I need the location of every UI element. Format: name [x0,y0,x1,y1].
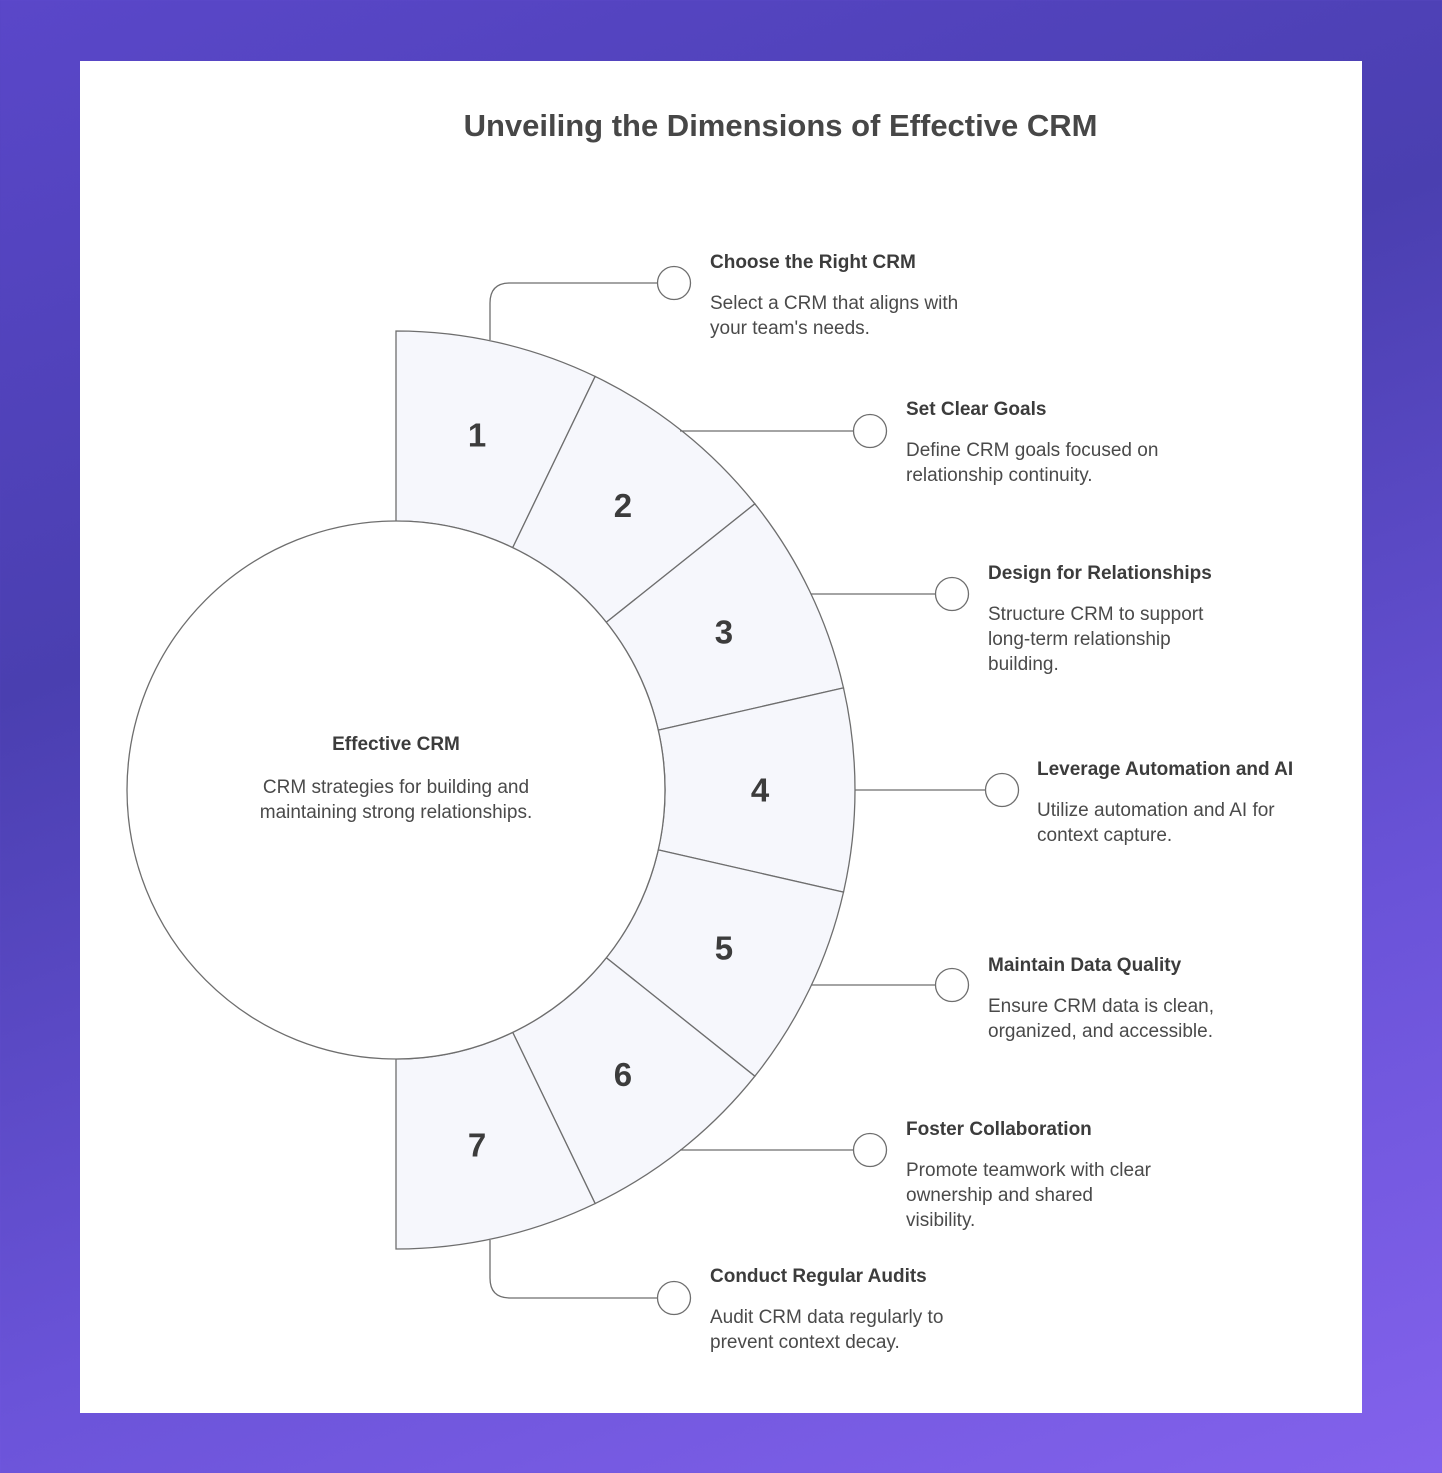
step-label-1: Choose the Right CRM Select a CRM that a… [710,251,980,341]
step-description: Utilize automation and AI for context ca… [1037,800,1275,846]
center-circle [126,520,666,1060]
segment-number-7: 7 [468,1126,486,1163]
step-title: Conduct Regular Audits [710,1266,927,1287]
step-title: Set Clear Goals [906,399,1047,420]
step-title: Leverage Automation and AI [1037,759,1294,780]
step-description: Ensure CRM data is clean, organized, and… [988,996,1214,1042]
connector-dot-3 [934,576,970,612]
segment-number-6: 6 [614,1056,632,1093]
connectors-group [489,265,1020,1316]
step-description: Promote teamwork with clear ownership an… [906,1160,1151,1231]
connector-line-7 [489,1240,657,1299]
segment-number-3: 3 [715,614,733,651]
step-description: Define CRM goals focused on relationship… [906,440,1159,486]
connector-dot-1 [656,265,692,301]
step-title: Foster Collaboration [906,1119,1092,1140]
connector-dot-6 [852,1132,888,1168]
step-description: Select a CRM that aligns with your team'… [710,293,959,339]
step-label-5: Maintain Data Quality Ensure CRM data is… [988,954,1238,1044]
step-label-3: Design for Relationships Structure CRM t… [988,562,1228,677]
step-label-4: Leverage Automation and AI Utilize autom… [1037,758,1302,848]
center-title: Effective CRM [332,734,460,755]
step-title: Design for Relationships [988,563,1212,584]
step-description: Audit CRM data regularly to prevent cont… [710,1307,944,1353]
step-label-7: Conduct Regular Audits Audit CRM data re… [710,1265,980,1355]
segments-group [395,330,856,1250]
step-description: Structure CRM to support long-term relat… [988,604,1204,675]
connector-dot-2 [852,413,888,449]
diagram-title: Unveiling the Dimensions of Effective CR… [463,108,1098,143]
segment-number-2: 2 [614,487,632,524]
connector-line-1 [489,282,657,340]
step-label-2: Set Clear Goals Define CRM goals focused… [906,398,1176,488]
segment-number-1: 1 [468,417,486,454]
step-label-6: Foster Collaboration Promote teamwork wi… [906,1118,1161,1233]
connector-dot-7 [656,1280,692,1316]
center-description: CRM strategies for building and maintain… [259,777,533,823]
connector-dot-5 [934,967,970,1003]
segment-number-5: 5 [715,929,733,966]
step-title: Maintain Data Quality [988,955,1182,976]
numbers-group: 1 2 3 4 5 6 7 [468,417,770,1164]
step-title: Choose the Right CRM [710,252,916,273]
connector-dot-4 [984,772,1020,808]
segment-number-4: 4 [751,772,770,809]
